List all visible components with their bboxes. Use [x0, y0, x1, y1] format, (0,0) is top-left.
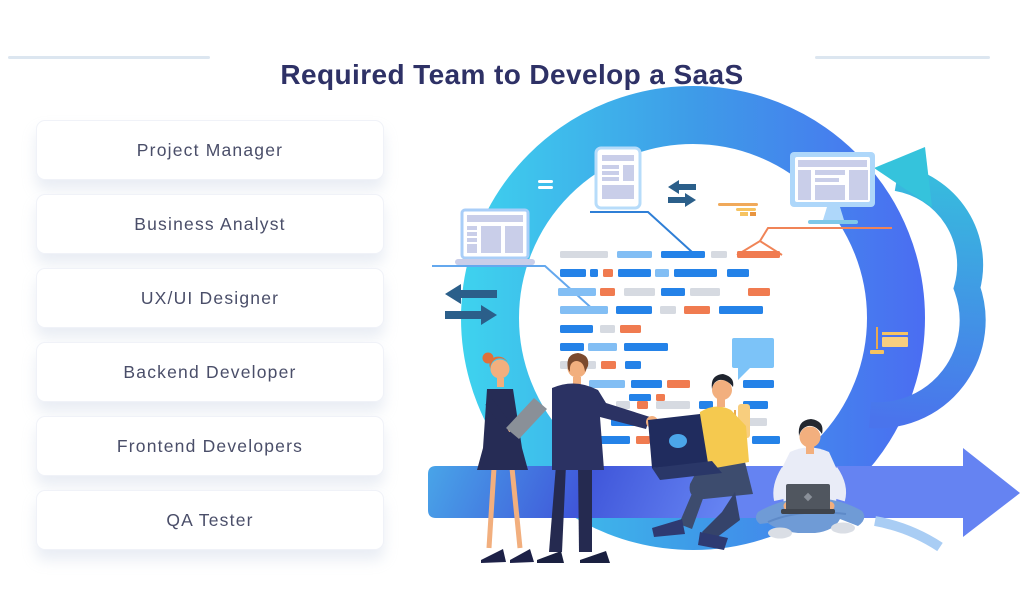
role-label: QA Tester	[166, 509, 254, 530]
tablet-icon	[594, 146, 642, 210]
role-label: Project Manager	[136, 139, 284, 160]
laptop-icon	[455, 208, 535, 265]
role-label: Frontend Developers	[116, 435, 304, 456]
role-label: Business Analyst	[134, 213, 286, 234]
page-title: Required Team to Develop a SaaS	[280, 58, 744, 90]
title-divider-right	[815, 56, 990, 59]
standing-man-illustration	[537, 353, 658, 563]
role-card-frontend-developers: Frontend Developers	[36, 416, 384, 476]
sitting-man-laptop-illustration	[648, 374, 753, 550]
standing-woman-illustration	[477, 352, 547, 563]
role-card-backend-developer: Backend Developer	[36, 342, 384, 402]
role-card-qa-tester: QA Tester	[36, 490, 384, 550]
lightbulb-icon	[828, 263, 852, 298]
role-label: Backend Developer	[123, 361, 297, 382]
laptop-icon	[781, 484, 835, 514]
spiral-arrow-icon	[868, 147, 986, 429]
header: Required Team to Develop a SaaS	[0, 0, 1024, 90]
role-card-ux-ui-designer: UX/UI Designer	[36, 268, 384, 328]
swap-arrows-icon	[445, 284, 497, 325]
monitor-icon	[790, 152, 875, 224]
cross-legged-person-laptop-illustration	[755, 419, 865, 539]
role-card-business-analyst: Business Analyst	[36, 194, 384, 254]
menu-lines-icon	[870, 327, 908, 354]
speech-bubble-icon	[732, 338, 774, 380]
role-card-project-manager: Project Manager	[36, 120, 384, 180]
connector-lines	[432, 211, 892, 314]
menu-lines-icon	[718, 203, 758, 216]
title-divider-left	[8, 56, 210, 59]
laptop-icon	[648, 414, 722, 480]
swap-arrows-icon	[668, 180, 696, 207]
role-label: UX/UI Designer	[140, 287, 280, 308]
